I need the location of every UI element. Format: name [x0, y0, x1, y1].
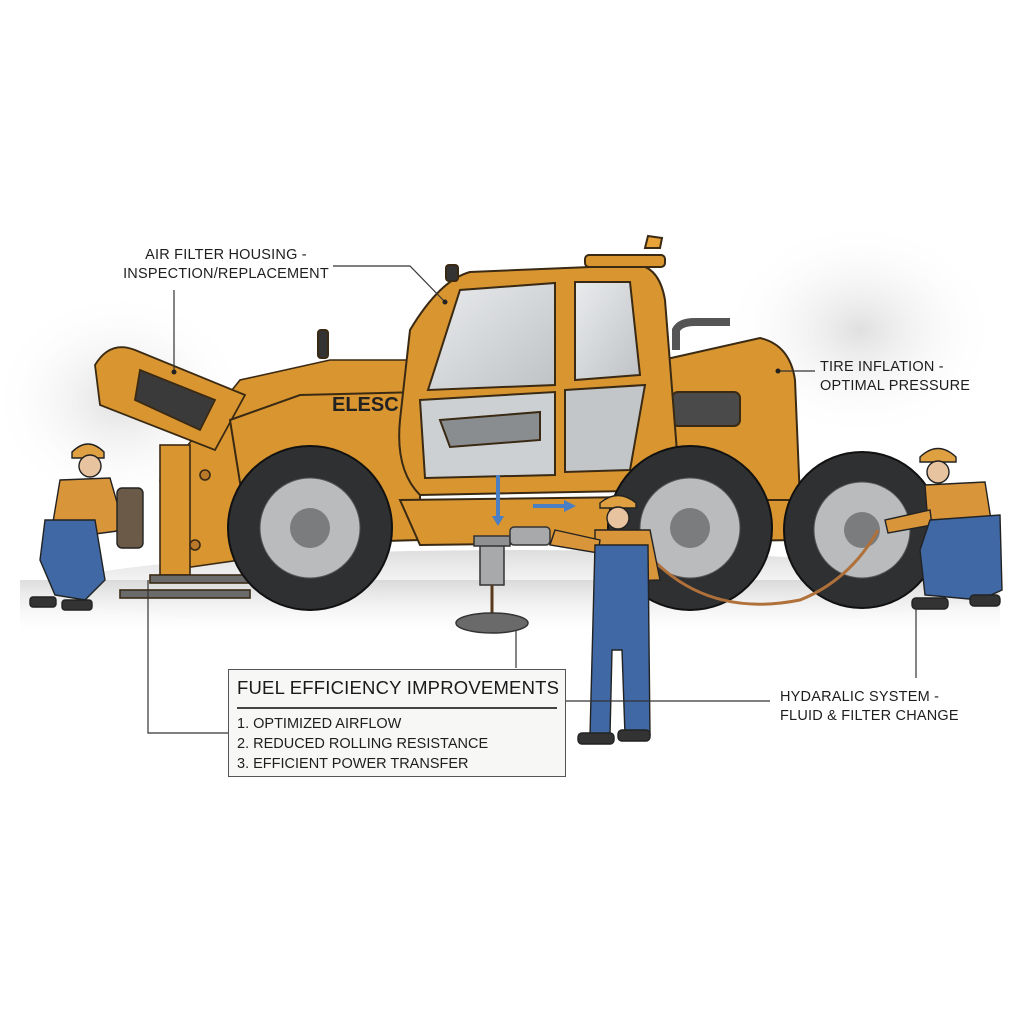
air-filter-hood: [94, 346, 247, 452]
worker-tire-inflation: [884, 447, 1003, 610]
hydraulic-filter-drain: [455, 526, 551, 634]
worker-fluid-change: [549, 494, 661, 745]
info-box-title: FUEL EFFICIENCY IMPROVEMENTS: [237, 677, 560, 698]
info-item-3: 3. EFFICIENT POWER TRANSFER: [237, 756, 469, 772]
leader-air-filter-housing: [333, 265, 446, 303]
callout-hydraulic-line1: HYDARALIC SYSTEM -: [780, 689, 940, 705]
leader-lines: [147, 265, 917, 734]
callout-air-filter-line2: INSPECTION/REPLACEMENT: [123, 266, 329, 282]
leader-info-box-left: [147, 580, 228, 734]
info-box-list: 1. OPTIMIZED AIRFLOW 2. REDUCED ROLLING …: [237, 714, 488, 774]
flow-arrows: [492, 475, 576, 526]
callout-tire-line1: TIRE INFLATION -: [820, 359, 944, 375]
callout-tire-line2: OPTIMAL PRESSURE: [820, 378, 971, 394]
fuel-efficiency-info-box: FUEL EFFICIENCY IMPROVEMENTS 1. OPTIMIZE…: [228, 669, 566, 777]
callout-tire-inflation: TIRE INFLATION - OPTIMAL PRESSURE: [820, 358, 970, 396]
brand-text: ELESC: [332, 394, 399, 416]
air-hose: [638, 529, 880, 606]
spare-wheel-being-inflated: [783, 451, 941, 609]
callout-air-filter-line1: AIR FILTER HOUSING -: [145, 247, 307, 263]
info-box-divider: [237, 707, 557, 709]
info-item-1: 1. OPTIMIZED AIRFLOW: [237, 716, 402, 732]
callout-air-filter-housing: AIR FILTER HOUSING - INSPECTION/REPLACEM…: [120, 246, 332, 284]
callout-hydraulic-line2: FLUID & FILTER CHANGE: [780, 708, 959, 724]
callout-hydraulic-system: HYDARALIC SYSTEM - FLUID & FILTER CHANGE: [780, 688, 959, 726]
leader-dots: [171, 299, 781, 375]
front-left-wheel: [227, 445, 393, 611]
info-item-2: 2. REDUCED ROLLING RESISTANCE: [237, 736, 489, 752]
worker-air-filter: [29, 443, 144, 611]
